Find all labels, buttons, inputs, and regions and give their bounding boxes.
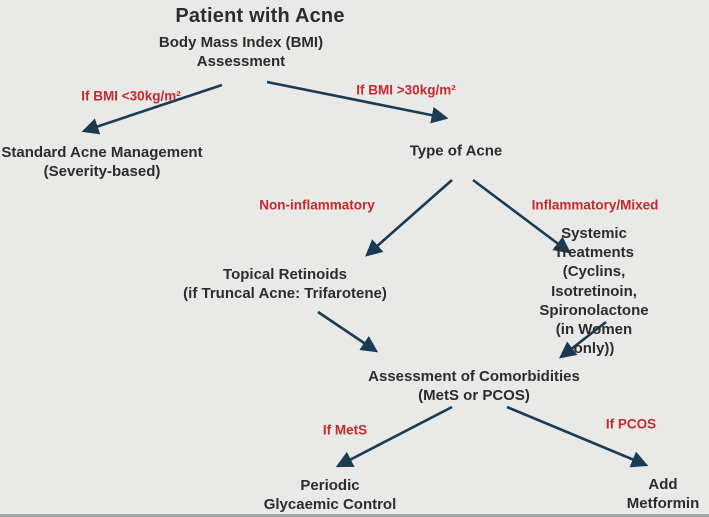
arrow-comorbidities-to-metformin [506, 405, 649, 468]
node-standard-acne-management: Standard Acne Management (Severity-based… [1, 143, 203, 180]
arrow-bmi-to-standard-management [81, 83, 223, 135]
bottom-border-line [0, 514, 709, 517]
arrow-bmi-to-type-of-acne [266, 80, 449, 124]
edge-label-inflammatory-mixed: Inflammatory/Mixed [531, 197, 659, 213]
node-topical-retinoids: Topical Retinoids (if Truncal Acne: Trif… [183, 265, 387, 302]
node-periodic-glycaemic-control: Periodic Glycaemic Control [263, 476, 397, 513]
edge-label-bmi-under-30: If BMI <30kg/m² [81, 88, 181, 104]
arrow-systemic-to-comorbidities [558, 320, 607, 359]
edge-label-if-pcos: If PCOS [605, 416, 657, 432]
arrow-topical-to-comorbidities [317, 310, 379, 353]
arrow-type-to-topical-retinoids [365, 179, 453, 257]
edge-label-non-inflammatory: Non-inflammatory [259, 197, 375, 213]
edge-label-if-mets: If MetS [322, 422, 368, 438]
edge-label-bmi-over-30: If BMI >30kg/m² [356, 82, 456, 98]
node-add-metformin: Add Metformin [626, 475, 700, 512]
page-title: Patient with Acne [175, 5, 345, 28]
node-bmi-assessment: Body Mass Index (BMI) Assessment [158, 33, 324, 70]
node-type-of-acne: Type of Acne [409, 142, 503, 160]
arrow-comorbidities-to-glycaemic [335, 405, 453, 468]
node-assessment-of-comorbidities: Assessment of Comorbidities (MetS or PCO… [368, 367, 580, 404]
arrow-type-to-systemic-treatments [472, 178, 572, 254]
node-systemic-treatments: Systemic Treatments (Cyclins, Isotretino… [539, 224, 649, 357]
